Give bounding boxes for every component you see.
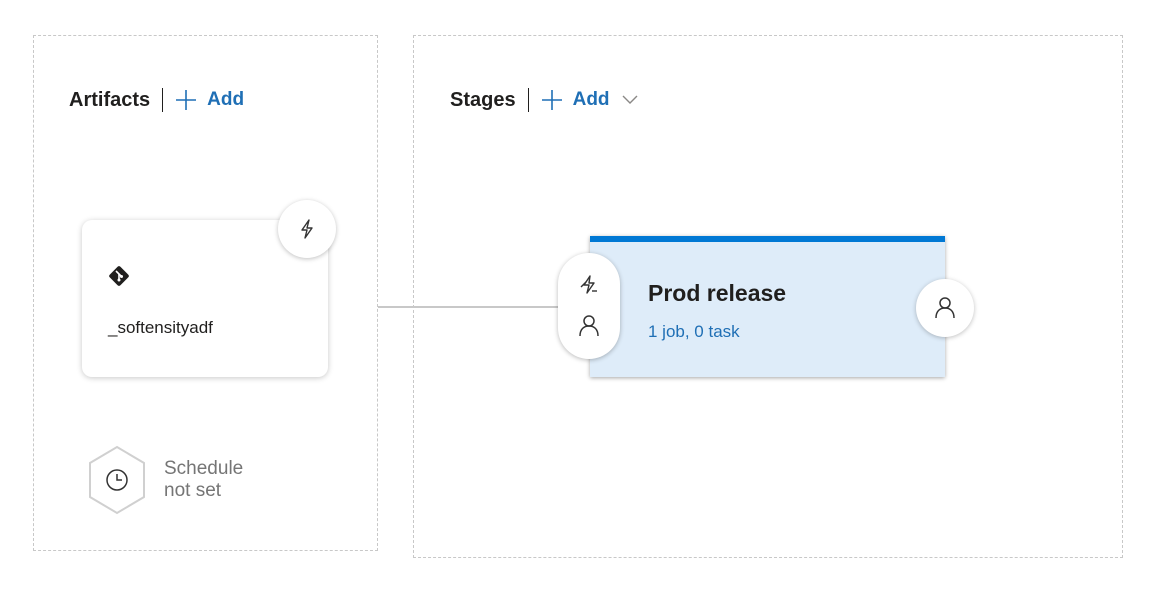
- stages-header: Stages Add: [450, 88, 648, 112]
- schedule-line1: Schedule: [164, 458, 244, 479]
- header-divider: [527, 88, 529, 112]
- stage-summary-link[interactable]: 1 job, 0 task: [648, 322, 740, 341]
- pre-deployment-conditions-button[interactable]: [558, 253, 620, 359]
- artifacts-panel: [33, 35, 378, 551]
- header-divider: [162, 88, 164, 112]
- trigger-lightning-icon: [301, 219, 313, 239]
- stages-panel: [413, 35, 1123, 558]
- stages-title: Stages: [450, 88, 516, 111]
- continuous-deployment-trigger-button[interactable]: [278, 200, 336, 258]
- add-artifact-button[interactable]: Add: [175, 89, 244, 111]
- add-stage-button[interactable]: Add: [541, 89, 648, 111]
- clock-icon: [89, 445, 145, 515]
- artifact-stage-connector: [378, 306, 560, 308]
- add-artifact-label: Add: [207, 89, 245, 110]
- artifacts-header: Artifacts Add: [69, 88, 244, 112]
- git-icon: [108, 265, 130, 292]
- plus-icon: [176, 90, 197, 110]
- chevron-down-icon[interactable]: [622, 95, 648, 105]
- schedule-trigger[interactable]: Schedule not set: [86, 445, 243, 515]
- post-deployment-approvers-button[interactable]: [916, 279, 974, 337]
- pre-deployment-approvers-icon[interactable]: [558, 314, 620, 338]
- schedule-line2: not set: [164, 480, 222, 501]
- artifacts-title: Artifacts: [69, 88, 151, 111]
- stage-name: Prod release: [648, 280, 787, 306]
- plus-icon: [541, 90, 562, 110]
- schedule-label: Schedule not set: [164, 458, 243, 502]
- stage-card[interactable]: Prod release 1 job, 0 task: [590, 236, 945, 377]
- post-deployment-approvers-icon: [935, 297, 955, 319]
- pre-deployment-conditions-icon[interactable]: [558, 273, 620, 297]
- add-stage-label: Add: [572, 89, 610, 110]
- artifact-name: _softensityadf: [108, 318, 213, 337]
